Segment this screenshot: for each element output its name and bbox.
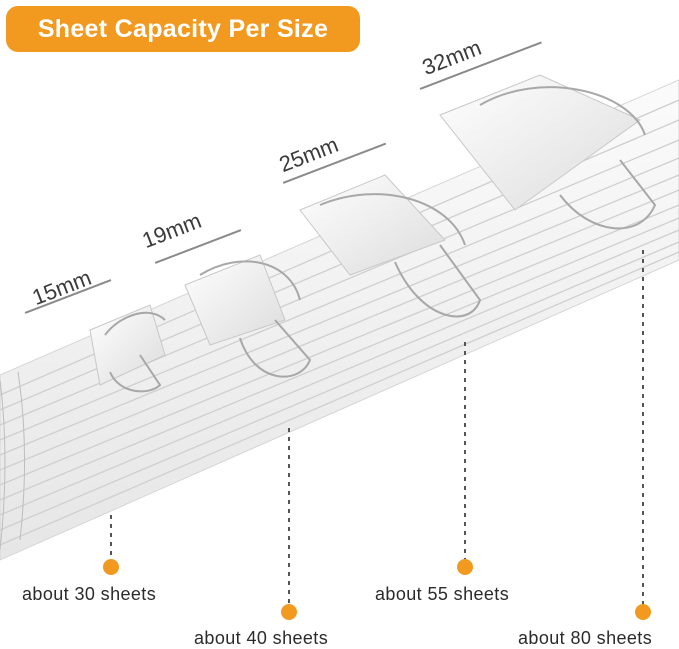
title-badge: Sheet Capacity Per Size — [6, 6, 360, 52]
binder-clip-25mm — [299, 174, 482, 318]
marker-dot-80 — [635, 604, 651, 620]
leader-lines — [110, 250, 644, 610]
capacity-markers — [103, 559, 651, 620]
marker-dot-40 — [281, 604, 297, 620]
binder-clip-32mm — [439, 74, 657, 230]
binder-clip-15mm — [89, 304, 166, 393]
capacity-label-55: about 55 sheets — [375, 584, 510, 604]
capacity-label-80: about 80 sheets — [518, 628, 653, 648]
title-text: Sheet Capacity Per Size — [37, 14, 329, 43]
capacity-label-40: about 40 sheets — [194, 628, 329, 648]
marker-dot-55 — [457, 559, 473, 575]
marker-dot-30 — [103, 559, 119, 575]
binder-clip-19mm — [184, 254, 312, 378]
capacity-label-30: about 30 sheets — [22, 584, 157, 604]
